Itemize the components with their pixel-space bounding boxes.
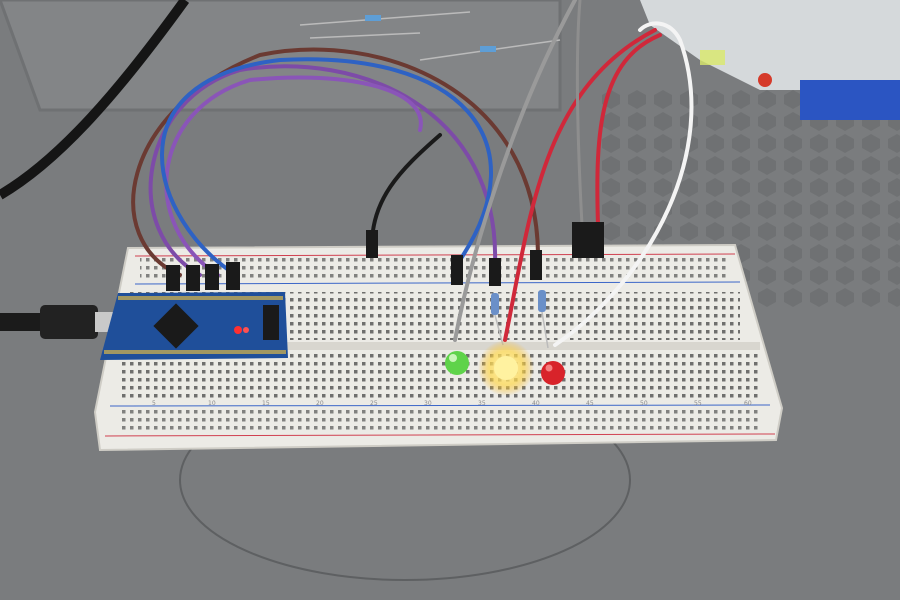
column-label: 50 — [640, 400, 648, 407]
column-label: 40 — [532, 400, 540, 407]
column-label: 5 — [152, 400, 156, 407]
purple-wire-1 — [148, 64, 498, 277]
column-label: 15 — [262, 400, 270, 407]
column-label: 45 — [586, 400, 594, 407]
component-organizer-box — [640, 0, 900, 120]
blue-wire — [160, 57, 493, 277]
led-green — [445, 351, 469, 375]
column-label: 30 — [424, 400, 432, 407]
purple-wire-2 — [164, 75, 423, 277]
arduino-nano-board — [100, 292, 288, 360]
column-label: 25 — [370, 400, 378, 407]
red-wire-2 — [595, 33, 662, 227]
resistors — [491, 290, 549, 349]
loose-resistors — [299, 11, 561, 61]
column-label: 35 — [478, 400, 486, 407]
column-label: 55 — [694, 400, 702, 407]
bottom-terminal-strip — [118, 352, 758, 400]
bottom-power-rail — [120, 410, 760, 432]
column-label: 20 — [316, 400, 324, 407]
wire-connectors — [166, 222, 604, 291]
black-cable — [0, 0, 190, 200]
red-wire-1 — [503, 28, 657, 342]
white-wire — [553, 21, 694, 347]
mat-raised-frame — [0, 0, 562, 112]
center-channel — [110, 342, 760, 350]
brown-wire — [131, 47, 541, 277]
top-power-rail — [140, 258, 730, 280]
led-red — [541, 361, 565, 385]
jumper-wires — [131, 0, 694, 347]
column-label: 60 — [744, 400, 752, 407]
gray-wire-2 — [575, 0, 584, 227]
power-led-icon — [234, 326, 242, 334]
column-label: 10 — [208, 400, 216, 407]
led-yellow — [478, 340, 534, 396]
gray-wire — [453, 0, 577, 342]
column-labels: 5 10 15 20 25 30 35 40 45 50 55 60 — [152, 400, 752, 407]
